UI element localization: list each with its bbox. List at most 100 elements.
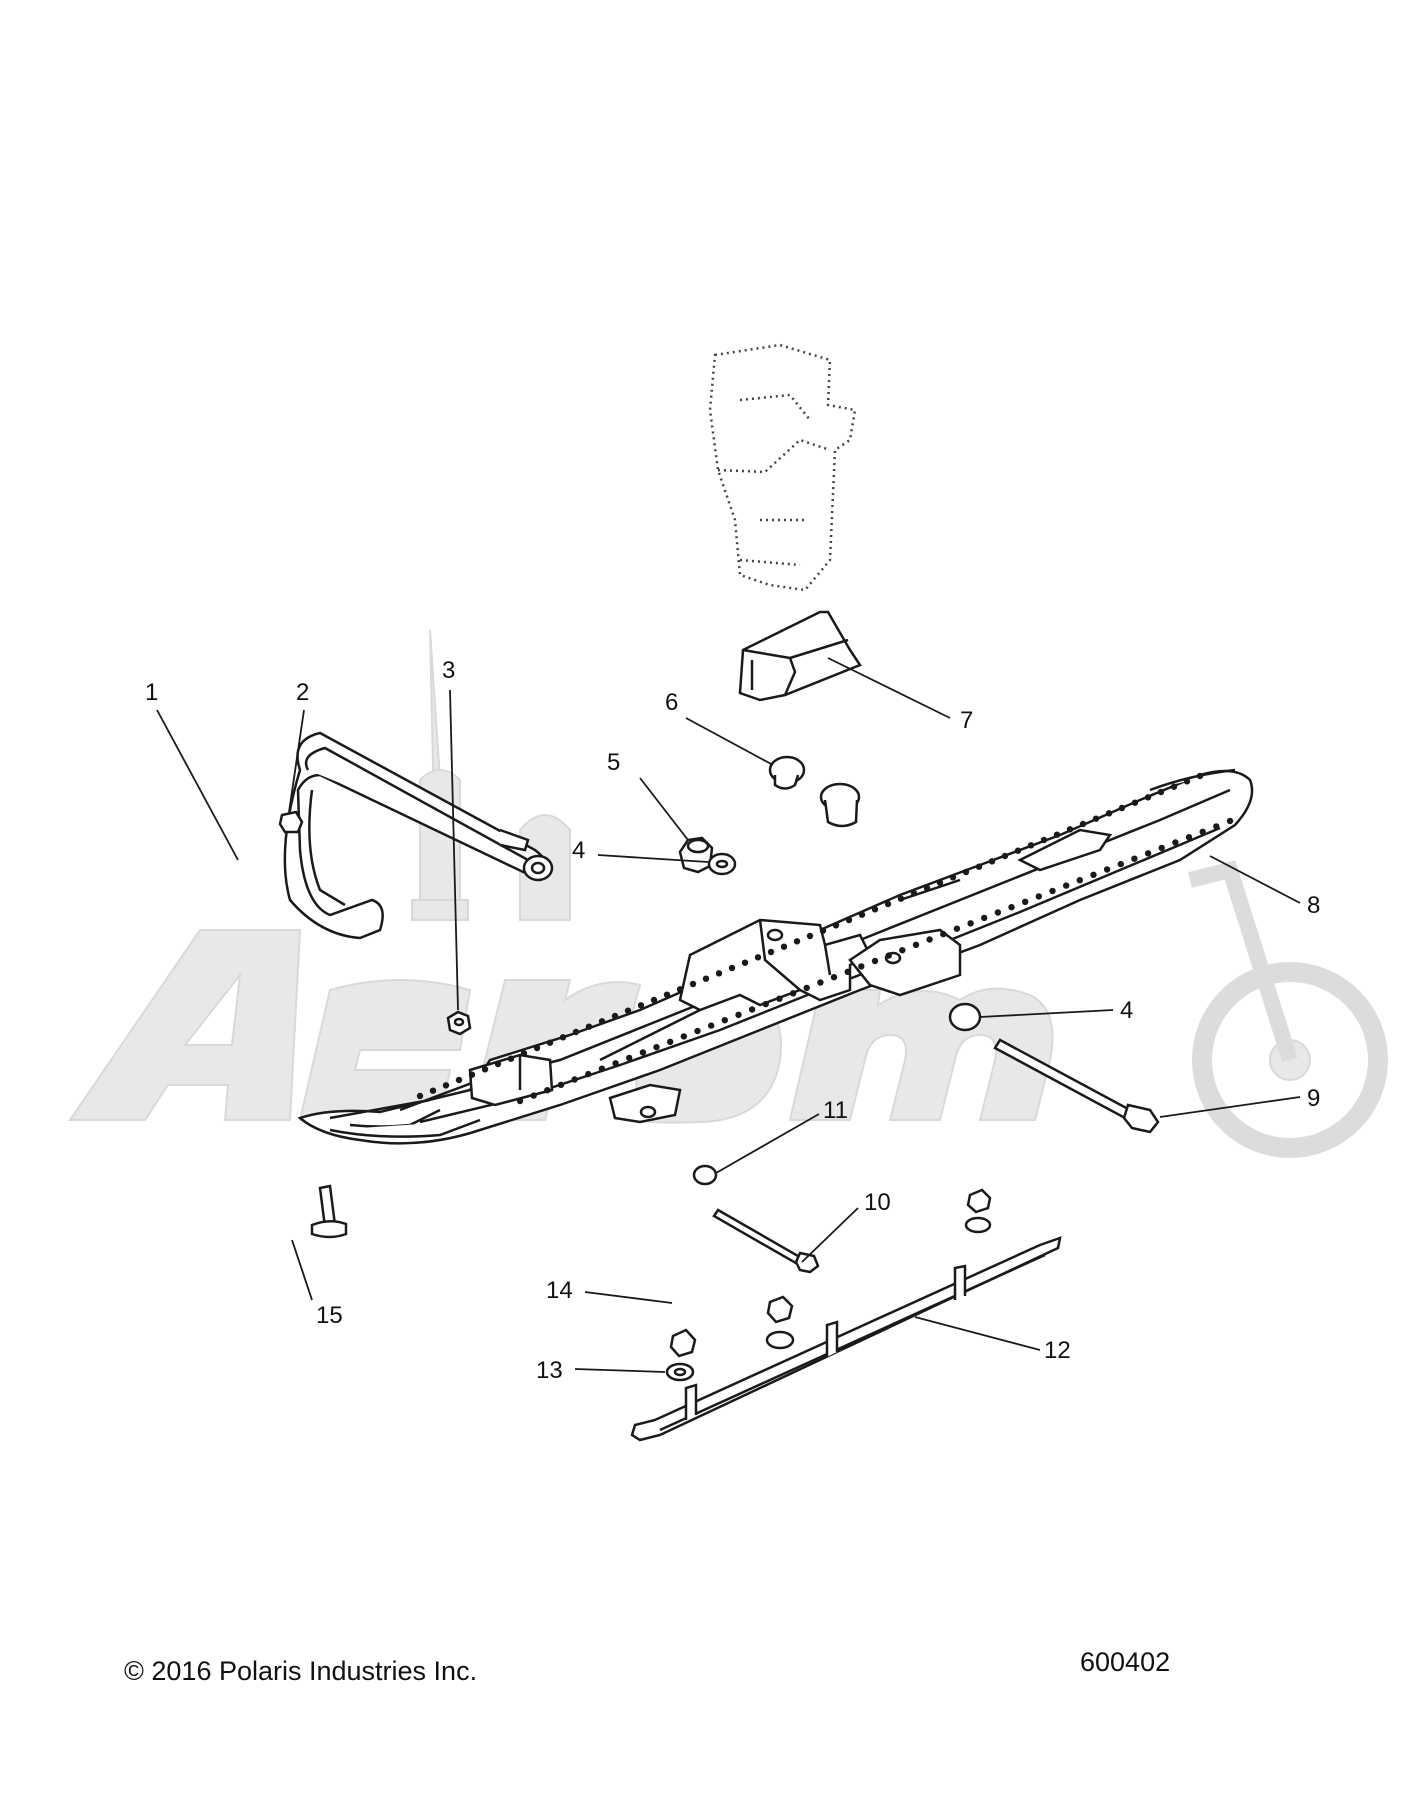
callout-11: 11 <box>823 1097 848 1124</box>
serration-dot <box>598 1065 606 1072</box>
ski-saddle-part-7 <box>738 610 862 702</box>
serration-dot <box>650 996 658 1004</box>
serration-dot <box>844 968 851 975</box>
serration-dot <box>559 1034 567 1041</box>
serration-dot <box>708 1022 715 1029</box>
serration-dot <box>1001 852 1009 860</box>
serration-dot <box>468 1071 476 1078</box>
copyright-notice: © 2016 Polaris Industries Inc. <box>124 1656 478 1686</box>
callout-6: 6 <box>665 689 678 716</box>
serration-dot <box>1144 850 1152 857</box>
serration-dot <box>936 879 944 886</box>
serration-dot <box>598 1018 606 1025</box>
serration-dot <box>767 948 775 956</box>
serration-dot <box>715 970 723 977</box>
carbide-runner-part-12 <box>630 1236 1062 1442</box>
serration-dot <box>926 936 933 943</box>
serration-dot <box>1131 855 1138 862</box>
bolt-part-10 <box>712 1208 820 1274</box>
callout-4-lower: 4 <box>1120 997 1133 1024</box>
nut-part-2 <box>278 810 304 834</box>
serration-dot <box>637 1002 645 1009</box>
serration-dot <box>1063 882 1070 889</box>
serration-dot <box>1170 783 1178 790</box>
nut-washer-set <box>665 1188 992 1382</box>
serration-dot <box>1157 788 1165 796</box>
serration-dot <box>1185 834 1193 841</box>
serration-dot <box>442 1082 450 1089</box>
serration-dot <box>721 1017 728 1024</box>
serration-dot <box>1040 836 1048 844</box>
serration-dot <box>1103 866 1111 873</box>
serration-dot <box>653 1044 660 1051</box>
serration-dot <box>910 890 918 897</box>
callout-1: 1 <box>145 679 158 706</box>
serration-dot <box>1049 887 1056 895</box>
serration-dot <box>858 963 865 970</box>
aeromoto-logo-watermark <box>68 629 1388 1158</box>
serration-dot <box>1008 904 1015 911</box>
serration-dot <box>728 964 736 972</box>
serration-dot <box>748 1006 756 1013</box>
serration-dot <box>741 959 749 966</box>
serration-dot <box>455 1076 463 1084</box>
serration-dot <box>967 920 974 927</box>
serration-dot <box>885 952 892 959</box>
serration-dot <box>962 868 970 876</box>
serration-dot <box>871 957 879 965</box>
serration-dot <box>611 1012 619 1020</box>
serration-dot <box>1196 772 1204 780</box>
serration-dot <box>1183 778 1191 785</box>
figure-number: 600402 <box>1080 1647 1171 1677</box>
bushing-part-5 <box>678 836 714 874</box>
callout-5: 5 <box>607 749 620 776</box>
serration-dot <box>694 1027 701 1035</box>
serration-dot <box>416 1092 424 1100</box>
rail-serrations <box>416 772 1234 1105</box>
bolt-part-9 <box>993 1038 1160 1134</box>
ski-body-part-8 <box>297 768 1254 1145</box>
serration-dot <box>667 1038 674 1046</box>
serration-dot <box>507 1055 515 1062</box>
callout-14: 14 <box>546 1277 573 1304</box>
serration-dot <box>689 980 697 988</box>
serration-dot <box>516 1097 524 1105</box>
serration-dot <box>530 1092 537 1099</box>
callout-9: 9 <box>1307 1085 1320 1112</box>
serration-dot <box>1021 898 1029 905</box>
serration-dot <box>923 884 931 892</box>
serration-dot <box>780 943 788 950</box>
serration-dot <box>832 922 840 929</box>
serration-dot <box>899 947 906 954</box>
serration-dot <box>1014 847 1022 854</box>
serration-dot <box>776 995 783 1002</box>
serration-dot <box>994 909 1002 916</box>
serration-dot <box>789 990 797 997</box>
serration-dot <box>940 930 947 938</box>
serration-dot <box>754 954 762 961</box>
serration-dot <box>953 925 961 932</box>
serration-dot <box>793 938 801 945</box>
serration-dot <box>735 1011 742 1018</box>
serration-dot <box>1118 804 1126 812</box>
callout-12: 12 <box>1044 1337 1071 1364</box>
serration-dot <box>1053 831 1061 838</box>
serration-dot <box>1158 844 1165 852</box>
serration-dot <box>1172 839 1179 846</box>
serration-dot <box>571 1076 578 1083</box>
serration-dot <box>1117 860 1125 868</box>
serration-dot <box>680 1033 687 1040</box>
serration-dot <box>1105 810 1113 817</box>
serration-dot <box>494 1060 502 1068</box>
serration-dot <box>949 874 957 881</box>
callout-15: 15 <box>316 1302 343 1329</box>
serration-dot <box>585 1070 592 1078</box>
serration-dot <box>912 941 920 948</box>
washer-part-11 <box>692 1164 718 1186</box>
serration-dot <box>1226 817 1234 825</box>
serration-dot <box>1213 823 1220 830</box>
serration-dot <box>626 1054 633 1062</box>
ski-loop-part-1 <box>283 731 554 940</box>
serration-dot <box>520 1050 528 1057</box>
